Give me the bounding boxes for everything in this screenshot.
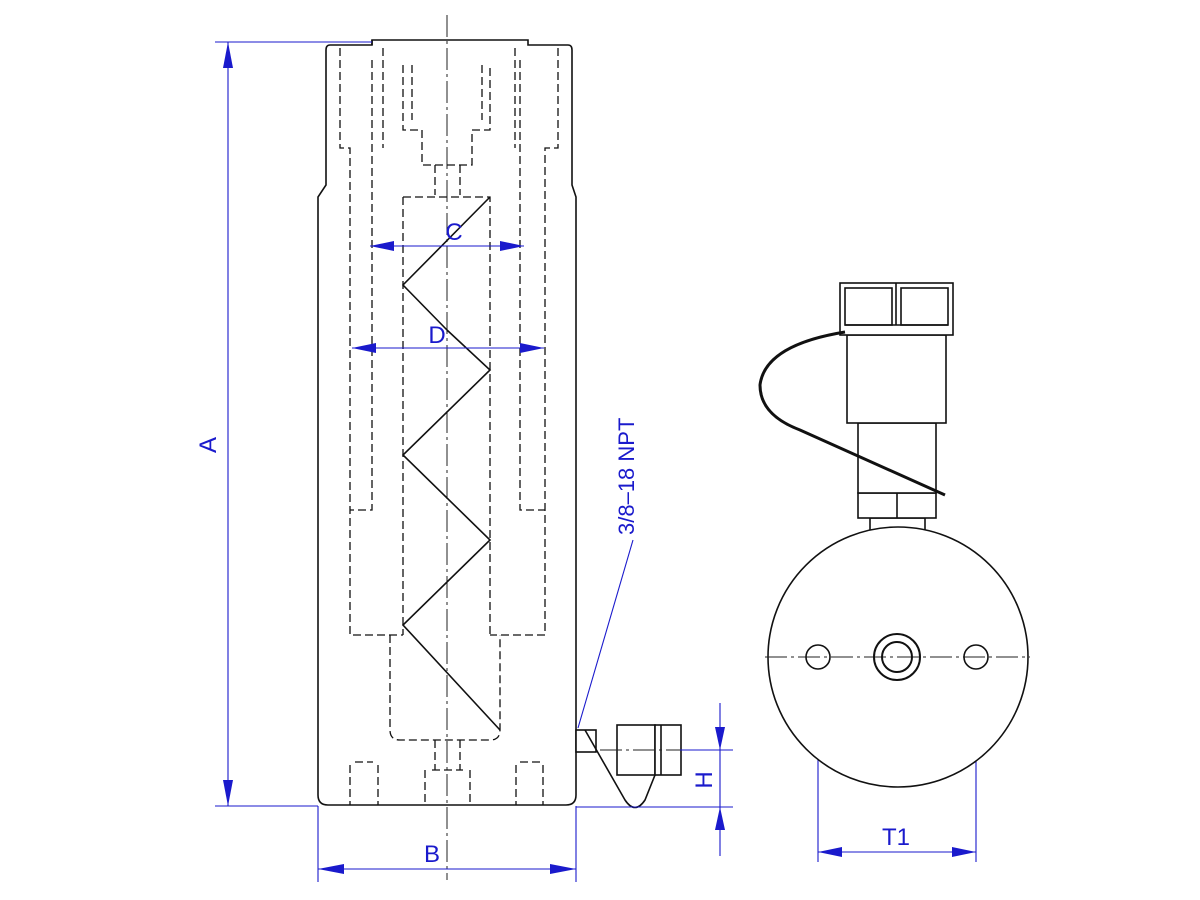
dim-a-label: A bbox=[195, 437, 222, 453]
dust-cap-strap bbox=[758, 330, 946, 497]
port-fitting bbox=[575, 724, 690, 809]
mount-hole-left bbox=[805, 644, 831, 670]
dim-t1-label: T1 bbox=[882, 824, 910, 851]
dim-b-label: B bbox=[424, 841, 440, 868]
spring bbox=[401, 196, 501, 731]
dim-c-label: C bbox=[445, 219, 462, 246]
cylinder-top-view bbox=[758, 282, 1030, 788]
port-thread-label: 3/8–18 NPT bbox=[614, 418, 639, 535]
center-fitting bbox=[873, 633, 921, 681]
cylinder-side-view bbox=[317, 15, 690, 880]
mount-hole-right bbox=[963, 644, 989, 670]
dim-h-label: H bbox=[691, 771, 718, 788]
dim-d-label: D bbox=[428, 322, 445, 349]
cylinder-body-outline bbox=[317, 39, 577, 806]
